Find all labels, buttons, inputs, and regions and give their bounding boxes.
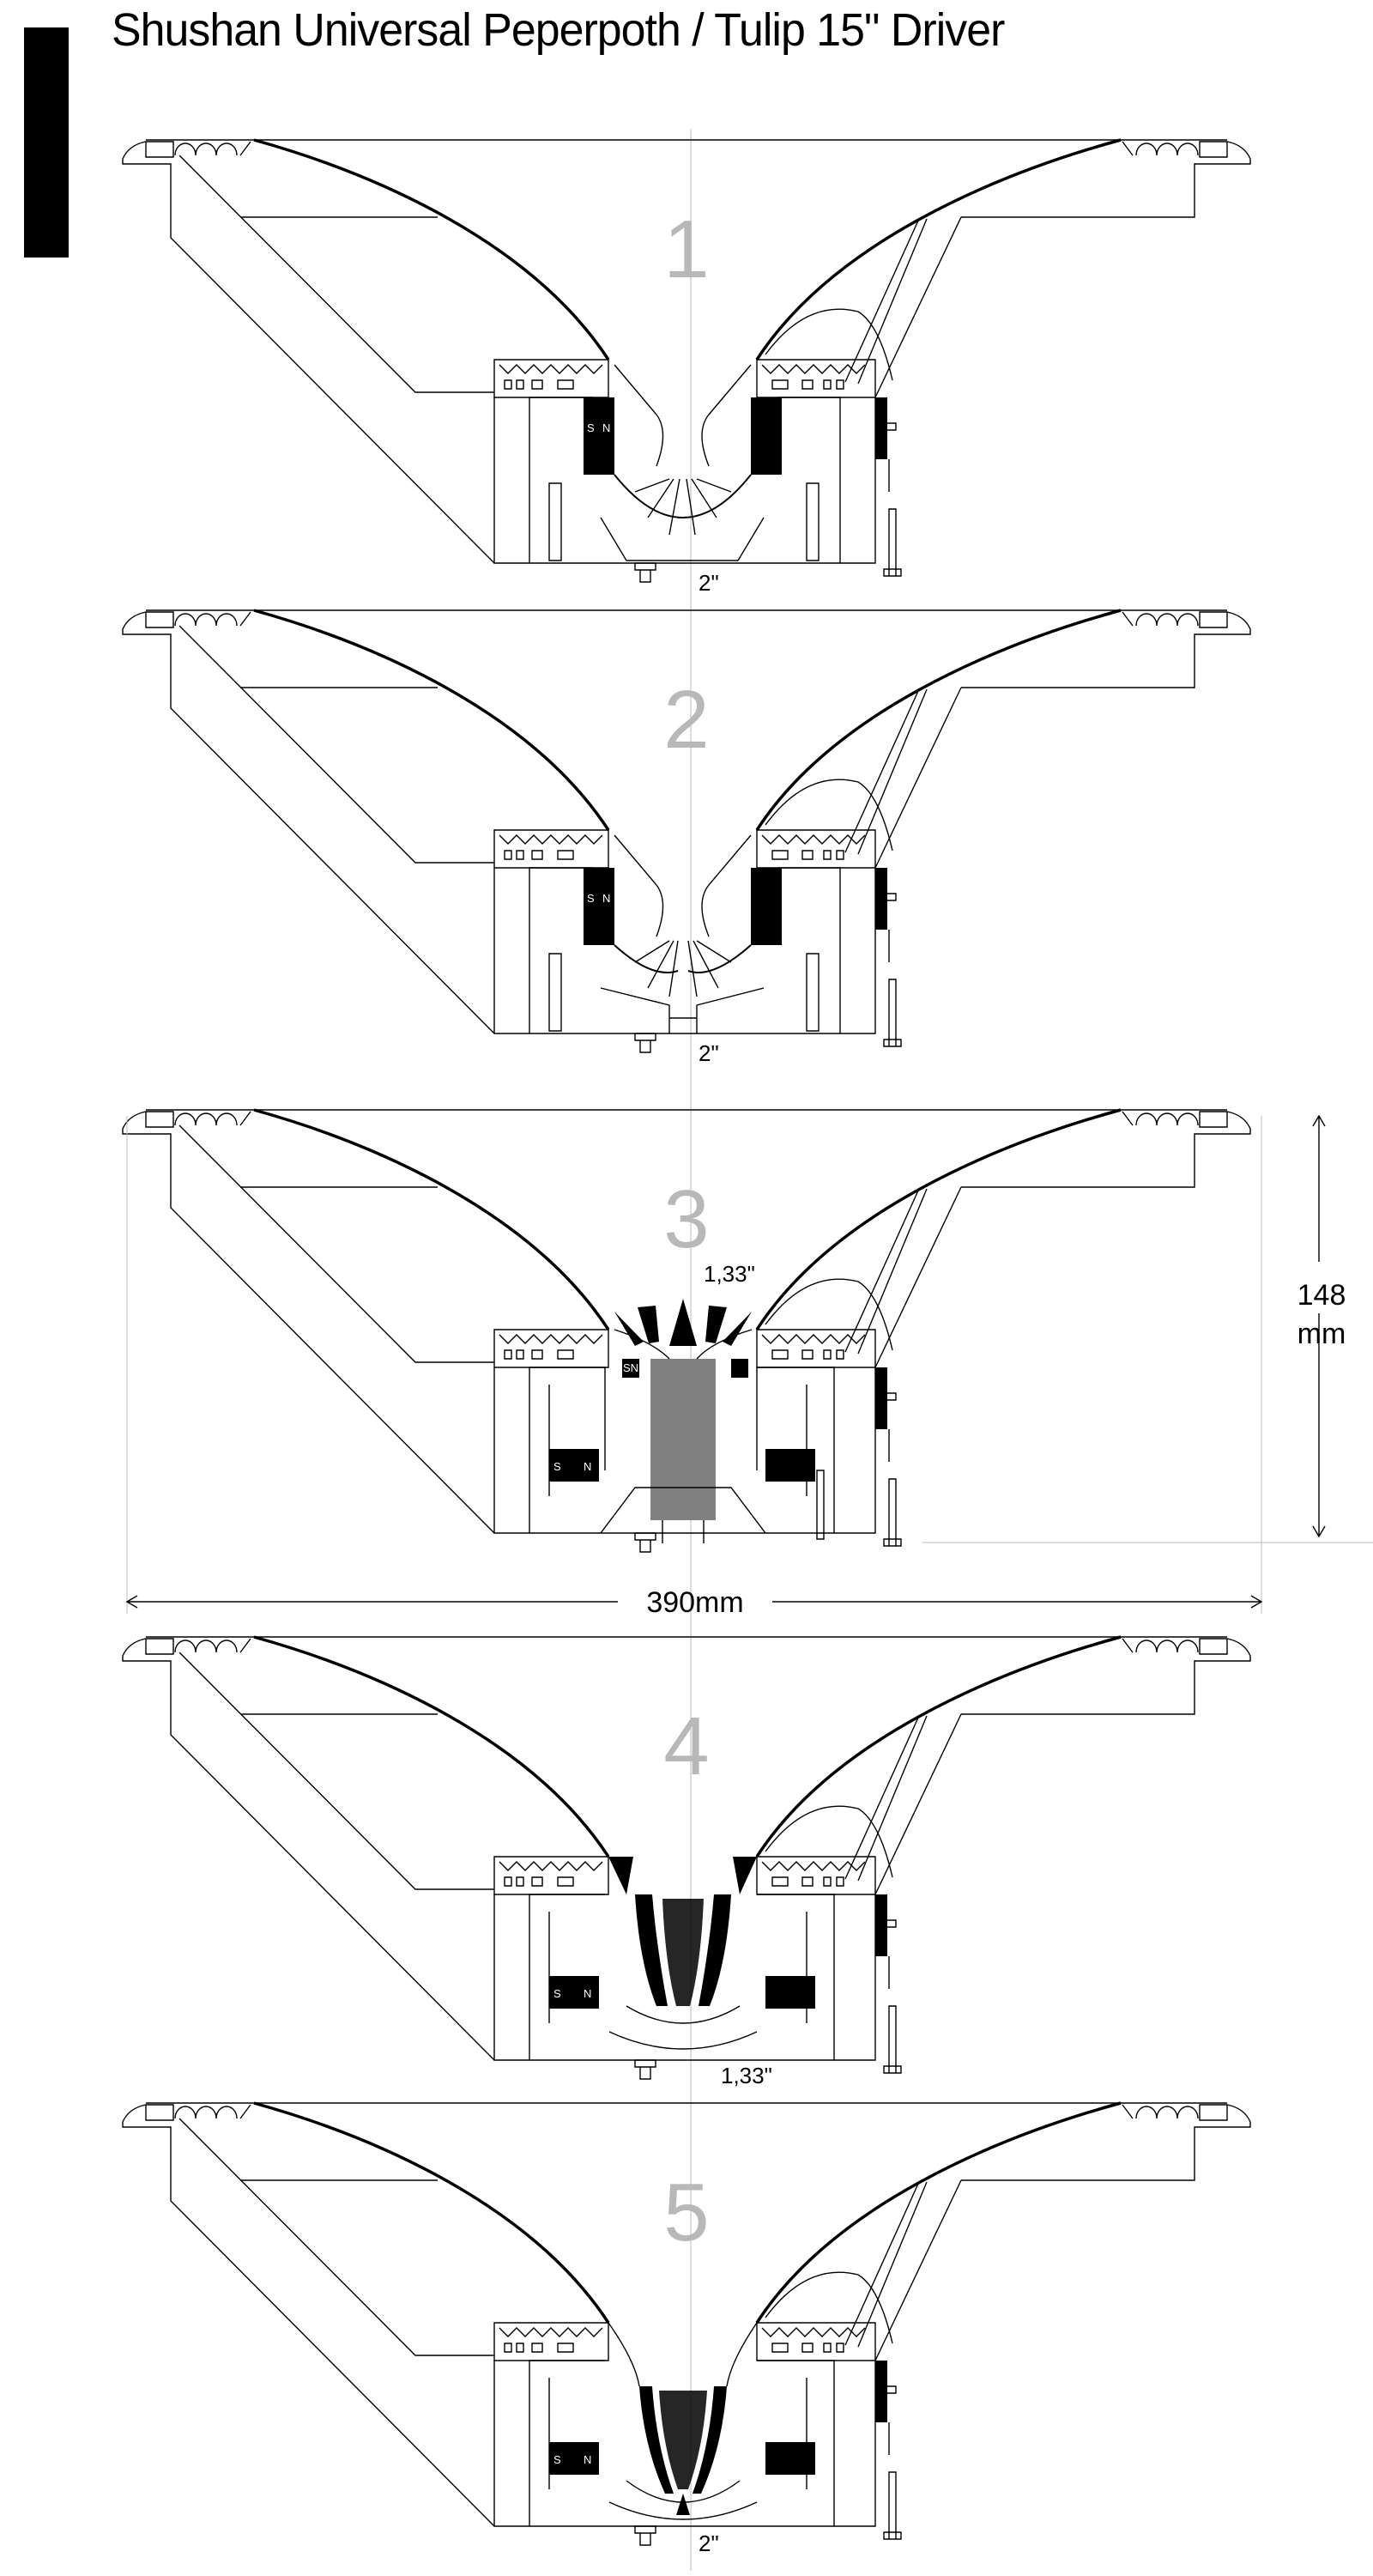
small-magnet-label: SN [623,1361,638,1374]
size-label: 1,33" [704,1261,755,1287]
driver-number: 3 [663,1173,709,1265]
driver-number: 4 [663,1700,709,1792]
magnet-s-label: S [553,2453,561,2466]
driver-number: 5 [663,2167,709,2258]
driver-4-section: 4 S N 1,33" [121,1635,1252,2088]
driver-2-section: 2 S N 2" [121,609,1252,1066]
magnet-n-label: N [584,2453,591,2466]
magnet-n-label: N [602,892,610,905]
size-label: 2" [699,1040,719,1066]
magnet-n-label: N [584,1460,591,1473]
driver-5-section: 5 S N 2" [121,2101,1252,2556]
black-margin-bar [24,27,69,258]
depth-value: 148 [1297,1279,1346,1312]
width-arrow [125,1595,1263,1609]
depth-arrow [1312,1114,1326,1538]
driver-number: 1 [663,203,709,295]
size-label: 2" [699,2531,719,2556]
page-title: Shushan Universal Peperpoth / Tulip 15" … [112,4,1005,56]
magnet-s-label: S [553,1987,561,2000]
magnet-n-label: N [584,1987,591,2000]
size-label: 1,33" [721,2063,772,2088]
depth-unit: mm [1297,1318,1346,1350]
magnet-n-label: N [602,421,610,434]
magnet-s-label: S [587,892,595,905]
dimension-annotations: 148 mm 390mm [125,1114,1373,1619]
driver-number: 2 [663,674,709,766]
magnet-s-label: S [587,421,595,434]
magnet-s-label: S [553,1460,561,1473]
driver-3-section: 3 1,33" S N SN [121,1108,1252,1554]
width-value: 390mm [646,1586,743,1619]
driver-1-section: 1 S N 2" [121,138,1252,596]
size-label: 2" [699,570,719,596]
